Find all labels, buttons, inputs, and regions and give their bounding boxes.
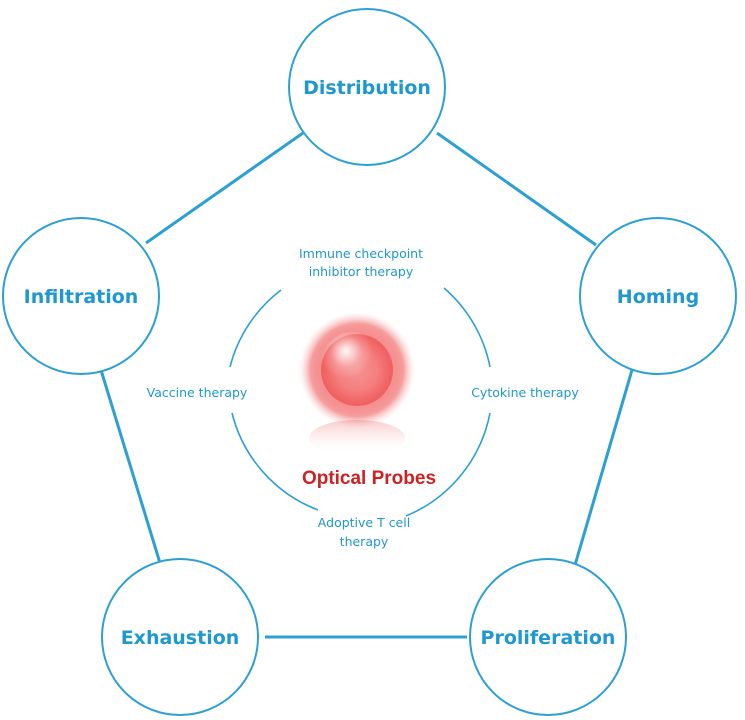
node-circle-distribution — [288, 8, 446, 166]
edge-exhaustion-infiltration — [99, 369, 162, 564]
optical-probe-sphere — [299, 312, 415, 456]
edge-homing-proliferation — [573, 369, 634, 566]
sphere-reflection — [309, 420, 405, 456]
node-circle-homing — [579, 217, 737, 375]
node-circles — [2, 8, 737, 716]
center-label: Optical Probes — [302, 468, 436, 489]
therapy-bottom-line2: therapy — [340, 534, 389, 549]
therapy-top-line1: Immune checkpoint — [299, 246, 423, 261]
sphere-highlight — [322, 332, 382, 392]
edge-infiltration-distribution — [145, 131, 304, 245]
ring-arc-top-right — [443, 287, 491, 368]
therapy-ring — [229, 287, 491, 517]
node-label-infiltration: Infiltration — [24, 286, 139, 308]
node-label-exhaustion: Exhaustion — [121, 627, 240, 649]
node-circle-infiltration — [2, 217, 160, 375]
therapy-right: Cytokine therapy — [471, 385, 579, 400]
therapy-bottom-line1: Adoptive T cell — [318, 515, 410, 530]
node-label-proliferation: Proliferation — [481, 627, 616, 649]
ring-arc-bottom-left — [231, 412, 319, 511]
ring-arc-bottom-right — [405, 412, 491, 517]
node-circle-exhaustion — [101, 558, 259, 716]
ring-arc-top-left — [229, 289, 282, 368]
node-label-distribution: Distribution — [303, 77, 431, 99]
node-label-homing: Homing — [617, 286, 699, 308]
therapy-top-line2: inhibitor therapy — [309, 264, 414, 279]
pentagon-edges — [99, 131, 634, 639]
edge-distribution-homing — [436, 131, 597, 247]
therapy-left: Vaccine therapy — [147, 385, 248, 400]
node-circle-proliferation — [469, 558, 627, 716]
